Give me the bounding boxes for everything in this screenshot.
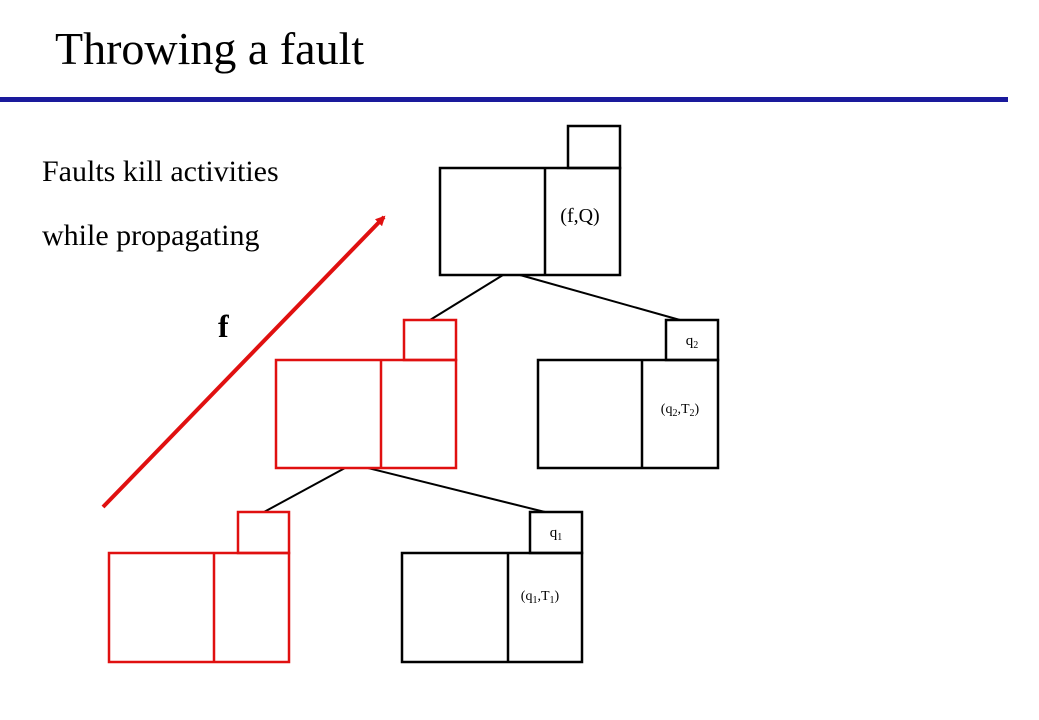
fault-arrow-label: f — [218, 308, 229, 344]
text-line-1: Faults kill activities — [42, 155, 279, 188]
edge-fault-scope-to-q1-scope — [367, 467, 546, 513]
fault-scope-middle-box — [274, 358, 458, 470]
edge-root-to-fault-scope — [429, 274, 504, 321]
fault-scope-inner-tab — [236, 510, 291, 555]
fault-propagation-arrow — [101, 215, 386, 509]
q2-scope-box — [536, 358, 720, 470]
root-scope-box — [438, 166, 622, 277]
edge-fault-scope-to-inner — [263, 467, 346, 513]
fault-scope-middle-tab — [402, 318, 458, 362]
q1-tag-label: q1 — [550, 525, 563, 543]
fault-scope-inner — [107, 510, 291, 664]
slide-title: Throwing a fault — [55, 23, 365, 74]
q1-scope — [400, 510, 584, 664]
q1-scope-box — [400, 551, 584, 664]
root-scope-tab — [566, 124, 622, 170]
root-handler-label: (f,Q) — [560, 205, 599, 227]
title-underline — [0, 97, 1008, 102]
fault-scope-middle — [274, 318, 458, 470]
edge-root-to-q2-scope — [519, 274, 681, 321]
q1-handler-label: (q1,T1) — [521, 589, 560, 606]
q2-handler-label: (q2,T2) — [661, 402, 700, 419]
root-scope — [438, 124, 622, 277]
q2-tag-label: q2 — [686, 333, 699, 351]
fault-scope-inner-box — [107, 551, 291, 664]
tree-edges — [263, 274, 681, 513]
q2-scope — [536, 318, 720, 470]
text-line-2: while propagating — [42, 219, 260, 252]
